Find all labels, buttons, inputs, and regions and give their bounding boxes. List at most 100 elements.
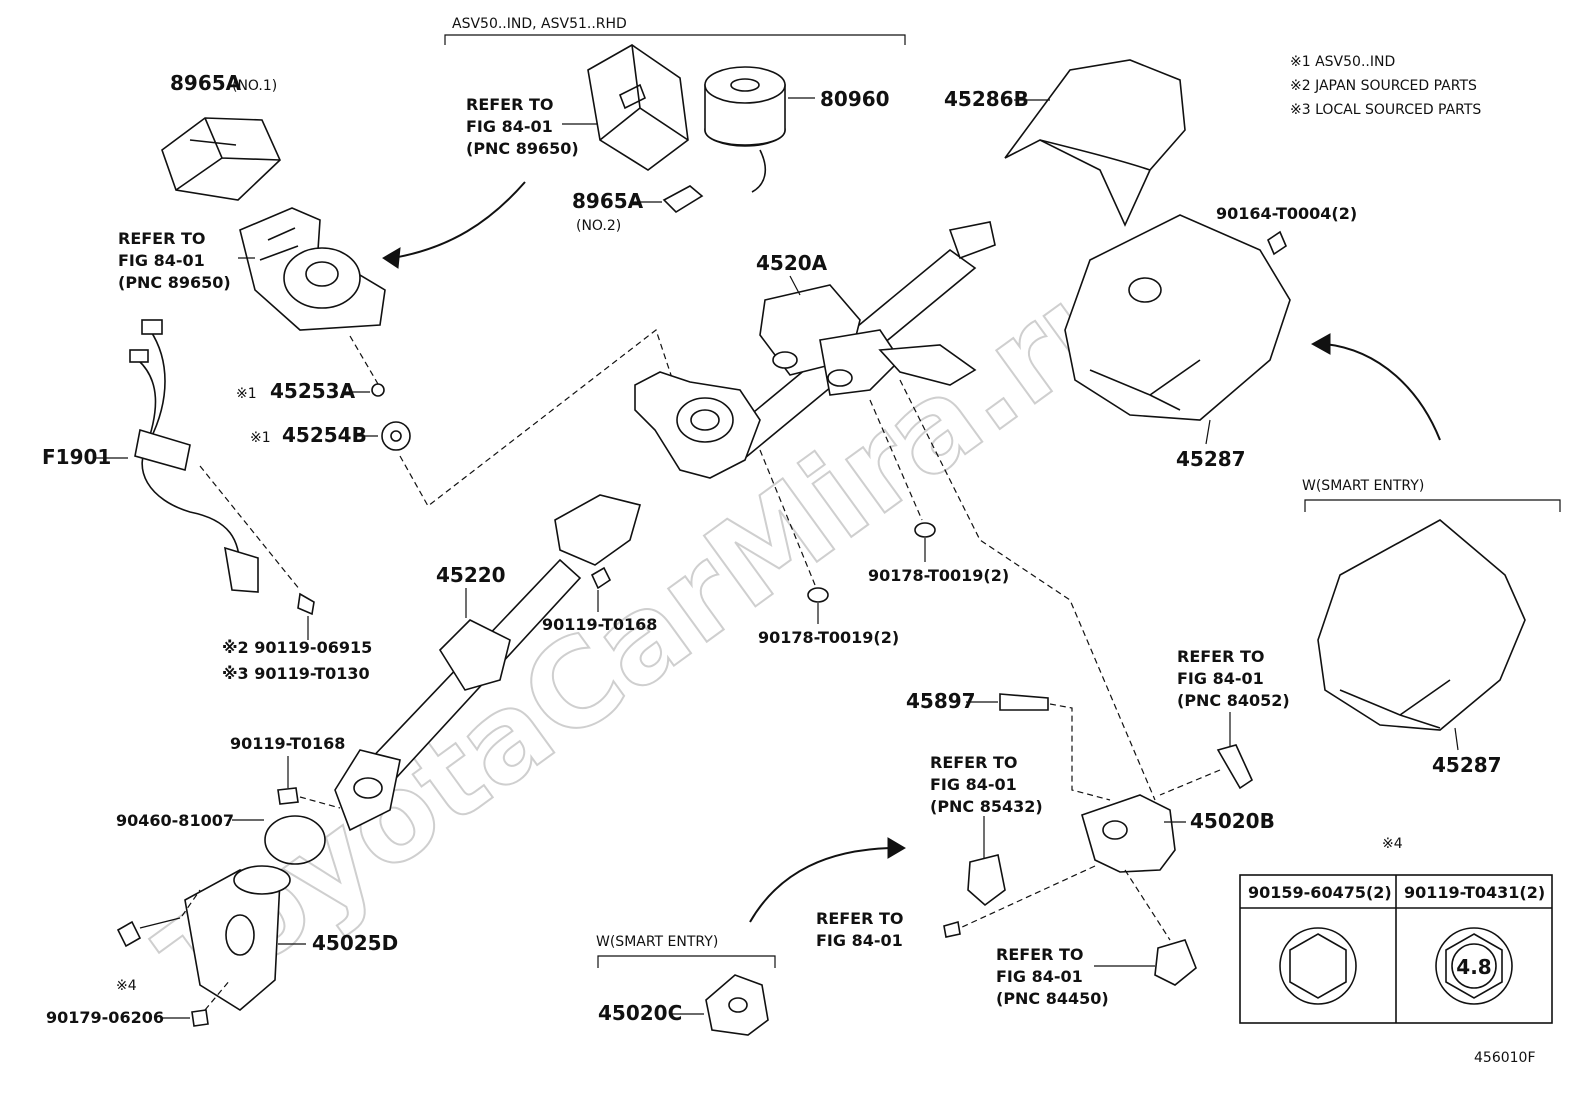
fastener-col1-header: 90159-60475(2)	[1248, 883, 1392, 902]
part-screw-plain-shape	[943, 920, 961, 938]
label-45254B: 45254B	[282, 423, 367, 447]
part-90119-06915-shape	[297, 592, 315, 616]
dash-45253A	[349, 335, 379, 385]
part-45220-shape	[334, 494, 641, 832]
dash-45897	[1049, 703, 1111, 801]
part-bolt-star4-shape	[116, 920, 142, 948]
hex-bolt-marked-icon	[1435, 927, 1513, 1005]
ref-89650-top-line2: FIG 84-01	[466, 117, 553, 136]
part-84450-shape	[1154, 939, 1197, 986]
ref-plain-line2: FIG 84-01	[816, 931, 903, 950]
part-45253A-shape	[371, 383, 385, 397]
part-45020B-shape	[1081, 794, 1176, 873]
part-45254B-shape	[381, 421, 411, 451]
ref-plain-line1: REFER TO	[816, 909, 904, 928]
note-2: ※2 JAPAN SOURCED PARTS	[1290, 78, 1477, 94]
part-8965A-no1-shape	[161, 117, 281, 201]
hex-bolt-head-icon	[1279, 927, 1357, 1005]
ref-84052-line1: REFER TO	[1177, 647, 1265, 666]
arrow-head-bottom	[887, 837, 906, 859]
label-8965A-no1: 8965A	[170, 71, 242, 95]
fastener-col2-mark: 4.8	[1456, 955, 1491, 979]
label-45897: 45897	[906, 689, 976, 713]
label-45025D: 45025D	[312, 931, 398, 955]
label-4520A: 4520A	[756, 251, 828, 275]
ref-85432-line2: FIG 84-01	[930, 775, 1017, 794]
leader-4520A	[789, 275, 801, 296]
part-90179-06206-shape	[191, 1009, 209, 1027]
arrow-top-to-left	[392, 181, 526, 259]
top-group-header: ASV50..IND, ASV51..RHD	[452, 16, 627, 32]
label-90119-T0168-b: 90119-T0168	[230, 734, 345, 753]
fastener-table	[1239, 874, 1553, 1024]
label-star4: ※4	[116, 978, 137, 994]
part-4520A-shape	[634, 221, 996, 479]
leader-45287-a	[1205, 419, 1211, 445]
label-45287-b: 45287	[1432, 753, 1502, 777]
part-45287-b-shape	[1317, 519, 1526, 731]
part-45287-a-shape	[1064, 214, 1291, 421]
arrow-head-top-to-left	[382, 247, 401, 269]
label-90119-T0168-a: 90119-T0168	[542, 615, 657, 634]
dash-bolt-star4	[181, 889, 201, 917]
note-1: ※1 ASV50..IND	[1290, 54, 1395, 70]
ref-89650-left-line3: (PNC 89650)	[118, 273, 231, 292]
part-90164-T0004-shape	[1267, 230, 1287, 256]
ref-84450-line2: FIG 84-01	[996, 967, 1083, 986]
label-8965A-no1-suffix: (NO.1)	[232, 78, 277, 94]
part-90119-T0168-a-shape	[590, 566, 612, 590]
part-45025D-shape	[184, 865, 291, 1011]
label-90178-a: 90178-T0019(2)	[758, 628, 899, 647]
fastener-note: ※4	[1382, 836, 1403, 852]
ref-85432-line1: REFER TO	[930, 753, 1018, 772]
part-85432-shape	[967, 854, 1006, 907]
ref-84052-line2: FIG 84-01	[1177, 669, 1264, 688]
part-45286B-shape	[1004, 59, 1186, 227]
part-89650-top-shape	[587, 44, 689, 171]
dash-45020B-84450	[1124, 869, 1171, 941]
label-45287-a: 45287	[1176, 447, 1246, 471]
part-90119-T0168-b-shape	[277, 787, 299, 805]
dash-84052	[1159, 769, 1221, 796]
dash-45254B-column	[399, 329, 681, 507]
mark-45253A: ※1	[236, 386, 257, 402]
label-8965A-no2-suffix: (NO.2)	[576, 218, 621, 234]
part-90460-81007-shape	[264, 815, 326, 865]
dash-45020B-screw	[959, 865, 1096, 929]
smart-entry-bottom-header: W(SMART ENTRY)	[596, 934, 718, 950]
part-45897-shape	[999, 693, 1049, 711]
arrow-bottom	[749, 847, 891, 923]
label-45253A: 45253A	[270, 379, 356, 403]
dash-F1901	[199, 465, 301, 591]
part-90178-b-shape	[914, 522, 936, 538]
label-90119-06915: ※2 90119-06915	[222, 638, 372, 657]
figure-code: 456010F	[1474, 1050, 1536, 1066]
ref-89650-top-line1: REFER TO	[466, 95, 554, 114]
label-90460-81007: 90460-81007	[116, 811, 234, 830]
lead-bolt-star4	[139, 917, 181, 929]
ref-89650-top-line3: (PNC 89650)	[466, 139, 579, 158]
top-group-bracket	[444, 34, 906, 45]
label-90164-T0004: 90164-T0004(2)	[1216, 204, 1357, 223]
smart-entry-right-bracket	[1304, 499, 1561, 512]
part-80960-shape	[704, 66, 786, 193]
label-80960: 80960	[820, 87, 890, 111]
label-90178-b: 90178-T0019(2)	[868, 566, 1009, 585]
label-8965A-no2: 8965A	[572, 189, 644, 213]
part-90178-a-shape	[807, 587, 829, 603]
label-45020C: 45020C	[598, 1001, 682, 1025]
label-90119-T0130: ※3 90119-T0130	[222, 664, 370, 683]
leader-45287-b	[1454, 727, 1459, 751]
label-90179-06206: 90179-06206	[46, 1008, 164, 1027]
ref-85432-line3: (PNC 85432)	[930, 797, 1043, 816]
fastener-col2-header: 90119-T0431(2)	[1404, 883, 1545, 902]
part-8965A-no2-shape	[662, 185, 704, 214]
part-84052-shape	[1216, 744, 1254, 790]
dash-column-45020B	[899, 379, 1156, 801]
arrow-right-to-cover	[1324, 343, 1441, 441]
label-45020B: 45020B	[1190, 809, 1275, 833]
part-F1901-shape	[129, 319, 259, 593]
note-3: ※3 LOCAL SOURCED PARTS	[1290, 102, 1481, 118]
ref-84450-line1: REFER TO	[996, 945, 1084, 964]
